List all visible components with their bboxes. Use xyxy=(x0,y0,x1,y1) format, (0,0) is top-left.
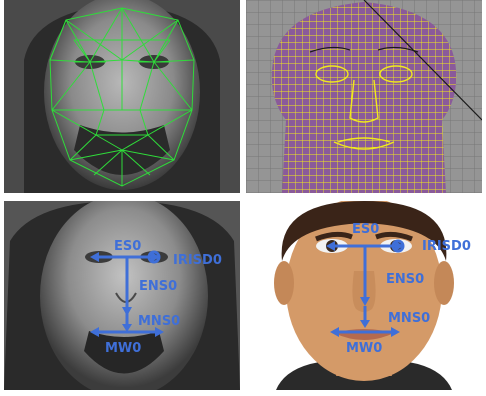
label-mw0: MW0 xyxy=(105,341,141,356)
label-irisd0-cartoon: IRISD0 xyxy=(422,239,471,254)
label-mns0-cartoon: MNS0 xyxy=(388,311,430,326)
cartoon-face-measurements-panel: ES0 IRISD0 ENS0 MNS0 MW0 xyxy=(246,201,482,390)
label-mw0-cartoon: MW0 xyxy=(346,341,382,356)
photo-face-mesh-image xyxy=(4,0,240,193)
photo-face-measurements-panel: ES0 IRISD0 ENS0 MNS0 MW0 xyxy=(4,201,240,390)
yellow-wireframe xyxy=(272,2,456,193)
label-mns0: MNS0 xyxy=(138,314,180,329)
label-ens0: ENS0 xyxy=(139,279,177,294)
cartoon-measurement-overlay: ES0 IRISD0 ENS0 MNS0 MW0 xyxy=(246,201,482,390)
label-es0: ES0 xyxy=(114,239,141,254)
photo-measurement-overlay: ES0 IRISD0 ENS0 MNS0 MW0 xyxy=(4,201,240,390)
photo-face-mesh-panel xyxy=(4,0,240,193)
label-irisd0: IRISD0 xyxy=(173,253,222,268)
3d-head-wireframe-panel xyxy=(246,0,482,193)
label-ens0-cartoon: ENS0 xyxy=(386,272,424,287)
3d-head-wireframe-image xyxy=(246,0,482,193)
label-es0-cartoon: ES0 xyxy=(352,222,379,237)
